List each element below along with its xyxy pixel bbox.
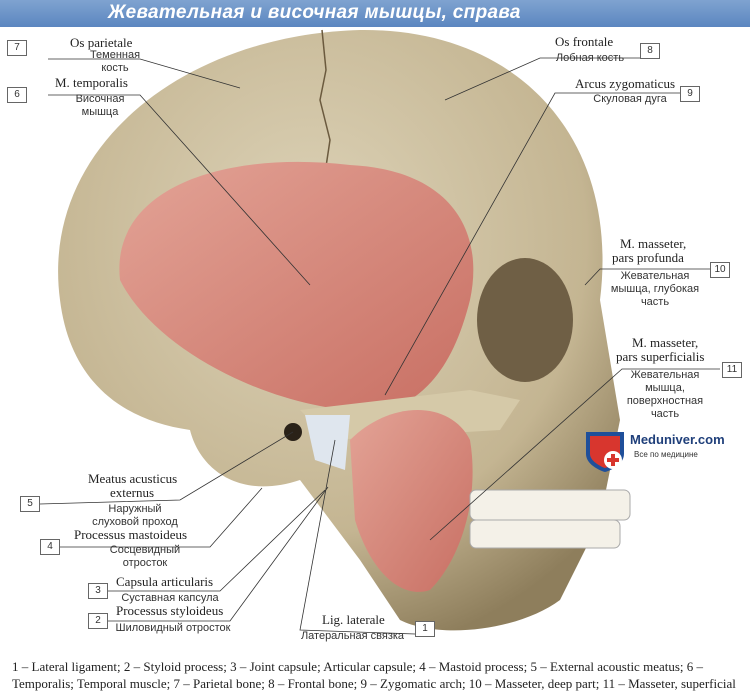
label-masseter-profunda-2: pars profunda — [612, 250, 684, 265]
label-ru-10a: Жевательная — [620, 270, 690, 282]
label-ru-6b: мышца — [81, 106, 119, 118]
joint-capsule — [305, 415, 350, 470]
label-ru-4b: отросток — [122, 557, 168, 569]
label-number-8: 8 — [640, 43, 660, 59]
label-meatus-1: Meatus acusticus — [88, 471, 178, 486]
label-ru-7a: Теменная — [89, 49, 141, 61]
label-masseter-superficialis-1: M. masseter, — [632, 335, 699, 350]
label-masseter-superficialis-2: pars superficialis — [616, 349, 705, 364]
label-number-9: 9 — [680, 86, 700, 102]
figure-title: Жевательная и височная мышцы, справа — [108, 2, 521, 23]
label-ru-5a: Наружный — [108, 503, 162, 515]
label-processus-mastoideus: Processus mastoideus — [74, 527, 188, 542]
label-number-5: 5 — [20, 496, 40, 512]
label-ru-11b: мышца, — [645, 382, 685, 394]
label-number-3: 3 — [88, 583, 108, 599]
label-ru-4a: Сосцевидный — [109, 544, 181, 556]
figure-caption: 1 – Lateral ligament; 2 – Styloid proces… — [12, 659, 736, 696]
label-ru-7b: кость — [101, 62, 129, 74]
teeth — [469, 489, 631, 549]
label-ru-5b: слуховой проход — [92, 516, 178, 528]
label-number-2: 2 — [88, 613, 108, 629]
label-number-11: 11 — [722, 362, 742, 378]
label-processus-styloideus: Processus styloideus — [116, 603, 224, 618]
temporalis-muscle — [119, 161, 474, 412]
orbit — [477, 258, 573, 382]
label-capsula-articularis: Capsula articularis — [116, 574, 214, 589]
label-ru-3: Суставная капсула — [121, 592, 219, 604]
logo-tagline: Все по медицине — [634, 450, 698, 459]
label-ru-10c: часть — [640, 296, 670, 308]
label-m-temporalis: M. temporalis — [55, 75, 128, 90]
label-ru-10b: мышца, глубокая — [610, 283, 700, 295]
label-ru-11c: поверхностная — [626, 395, 704, 407]
label-number-4: 4 — [40, 539, 60, 555]
coronal-suture — [319, 29, 331, 181]
label-number-6: 6 — [7, 87, 27, 103]
masseter-muscle — [350, 410, 473, 592]
label-ru-2: Шиловидный отросток — [115, 622, 231, 634]
label-ru-8: Лобная кость — [555, 52, 625, 64]
label-ru-11d: часть — [650, 408, 680, 420]
logo-name: Meduniver.com — [630, 432, 725, 447]
label-arcus-zygomaticus: Arcus zygomaticus — [575, 76, 676, 91]
label-number-7: 7 — [7, 40, 27, 56]
label-ru-11a: Жевательная — [630, 369, 700, 381]
label-os-frontale: Os frontale — [555, 34, 614, 49]
label-os-parietale: Os parietale — [70, 35, 133, 50]
label-number-1: 1 — [415, 621, 435, 637]
label-number-10: 10 — [710, 262, 730, 278]
label-lig-laterale: Lig. laterale — [322, 612, 385, 627]
title-bar: Жевательная и височная мышцы, справа — [0, 0, 750, 27]
meduniver-shield-logo — [586, 432, 624, 472]
label-ru-6a: Височная — [75, 93, 125, 105]
label-ru-9: Скуловая дуга — [593, 93, 667, 105]
label-masseter-profunda-1: M. masseter, — [620, 236, 687, 251]
label-meatus-2: externus — [110, 485, 155, 500]
leader-lines — [39, 57, 720, 635]
label-ru-1: Латеральная связка — [300, 630, 405, 642]
